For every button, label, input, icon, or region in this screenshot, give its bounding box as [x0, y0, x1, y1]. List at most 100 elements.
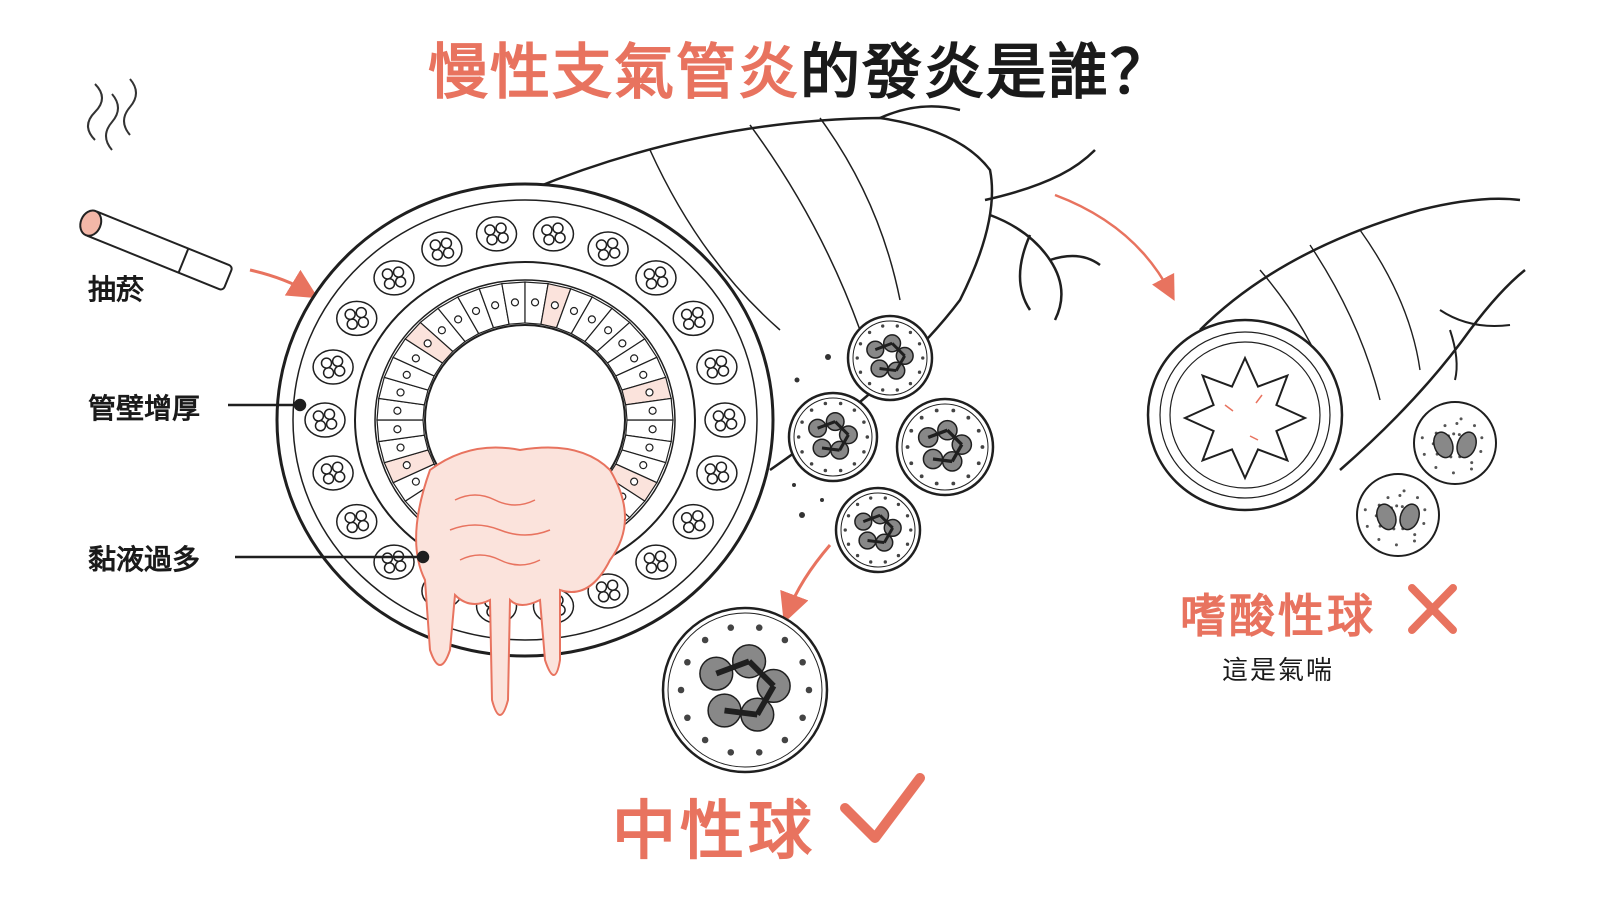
- cell-nucleus: [491, 301, 500, 310]
- cell-nucleus: [639, 461, 648, 470]
- gland-cell: [706, 367, 719, 379]
- gland-cell: [383, 562, 396, 574]
- neutrophil-arrow: [780, 544, 832, 624]
- gland-cell: [440, 237, 453, 249]
- gland: [672, 300, 715, 337]
- gland-cell: [654, 266, 667, 278]
- gland-cell: [597, 591, 610, 603]
- gland-cell: [682, 318, 695, 330]
- gland: [696, 349, 738, 385]
- gland-cell: [554, 232, 566, 244]
- gland-cell: [715, 461, 728, 473]
- cigarette-icon: [79, 78, 233, 291]
- gland: [635, 260, 677, 296]
- cell-nucleus: [639, 370, 648, 379]
- gland-cell: [645, 277, 658, 290]
- neutrophil-small: [787, 391, 879, 483]
- cell-nucleus: [437, 326, 446, 335]
- gland-cell: [714, 420, 727, 432]
- neutrophil-large-cell: [661, 606, 829, 774]
- eosinophil: [1356, 473, 1440, 557]
- gland: [373, 260, 415, 296]
- gland: [532, 216, 575, 252]
- asthma-arrow: [1054, 193, 1175, 301]
- label-eosinophil: 嗜酸性球: [1180, 589, 1376, 643]
- gland-cell: [355, 306, 368, 319]
- gland-cell: [723, 408, 736, 420]
- debris-dots: [792, 354, 831, 518]
- gland-cell: [552, 222, 564, 234]
- cell-nucleus: [396, 443, 405, 452]
- small-airway: [1146, 197, 1526, 512]
- gland-cell: [725, 418, 738, 430]
- title-accent: 慢性支氣管炎: [428, 38, 800, 108]
- cell-nucleus: [604, 326, 613, 335]
- gland-cell: [323, 408, 336, 420]
- gland-cell: [344, 308, 356, 321]
- cell-nucleus: [587, 315, 596, 324]
- cell-nucleus: [396, 388, 405, 397]
- gland: [312, 455, 354, 491]
- gland-cell: [497, 232, 509, 244]
- label-neutrophil: 中性球: [612, 795, 816, 869]
- cell-nucleus: [530, 298, 540, 307]
- gland-cell: [694, 519, 706, 532]
- gland-cell: [431, 249, 444, 261]
- cell-nucleus: [569, 306, 579, 316]
- neutrophil-cluster: [787, 314, 995, 574]
- gland-cell: [694, 316, 706, 329]
- gland-cell: [394, 560, 407, 572]
- gland-cell: [706, 472, 719, 485]
- gland-cell: [645, 562, 658, 574]
- neutrophil-large: [661, 606, 829, 774]
- cell-nucleus: [411, 477, 420, 486]
- gland-cell: [495, 222, 507, 234]
- gland: [373, 544, 415, 580]
- gland-cell: [682, 521, 695, 534]
- gland-cell: [392, 266, 405, 278]
- neutrophil-small: [895, 397, 995, 497]
- gland-cell: [692, 306, 704, 319]
- cell-nucleus: [645, 388, 654, 397]
- cell-nucleus: [471, 306, 481, 316]
- gland-cell: [320, 357, 333, 369]
- cell-nucleus: [550, 301, 559, 310]
- gland-cell: [357, 316, 370, 329]
- neutrophil-small: [834, 486, 922, 574]
- gland-cell: [608, 247, 621, 259]
- cell-nucleus: [630, 354, 639, 363]
- gland-cell: [383, 277, 396, 290]
- cell-nucleus: [645, 443, 654, 452]
- gland-cell: [680, 308, 693, 321]
- gland-cell: [712, 410, 725, 422]
- eosinophil-cells: [1356, 401, 1497, 557]
- gland-cell: [442, 247, 455, 259]
- note-asthma: 這是氣喘: [1222, 656, 1335, 686]
- cell-nucleus: [454, 315, 463, 324]
- gland-cell: [331, 355, 344, 368]
- gland-cell: [715, 355, 728, 368]
- gland-cell: [717, 471, 730, 483]
- gland-cell: [541, 224, 553, 236]
- gland-cell: [322, 472, 335, 485]
- cell-nucleus: [648, 406, 657, 415]
- cell-nucleus: [630, 477, 639, 486]
- mucus-drip: [415, 446, 626, 716]
- gland-cell: [543, 233, 555, 246]
- title-dark: 的發炎是誰？: [800, 38, 1172, 108]
- gland-cell: [680, 511, 693, 524]
- gland-cell: [486, 233, 498, 246]
- gland-cell: [643, 268, 656, 280]
- gland: [696, 455, 738, 491]
- label-smoking: 抽菸: [88, 273, 145, 306]
- page-title: 慢性支氣管炎的發炎是誰？: [0, 24, 1600, 111]
- cell-nucleus: [411, 354, 420, 363]
- cell-nucleus: [423, 339, 432, 348]
- gland-cell: [314, 420, 327, 432]
- check-icon: [840, 773, 925, 843]
- eosinophil: [1413, 401, 1497, 485]
- label-wall-thickening: 管壁增厚: [88, 392, 201, 425]
- gland-cell: [643, 552, 656, 564]
- gland-cell: [325, 418, 338, 430]
